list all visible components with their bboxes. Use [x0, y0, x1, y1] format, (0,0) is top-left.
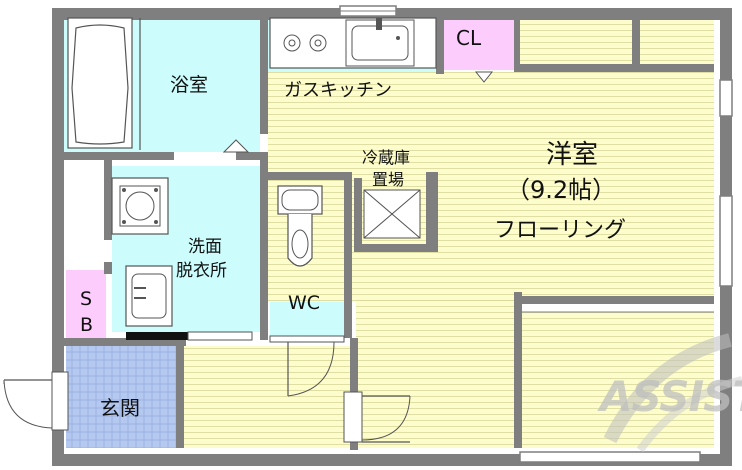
western-room-size: （9.2帖） [506, 176, 617, 204]
bathroom-label: 浴室 [170, 74, 209, 96]
washroom-label-line1: 洗面 [188, 237, 222, 257]
watermark-logo [603, 333, 742, 453]
closet-box-floor [442, 14, 514, 70]
entrance-label: 玄関 [100, 396, 140, 420]
shoe-box-label-s: S [80, 288, 93, 310]
kitchen-label: ガスキッチン [284, 80, 392, 101]
closet-label: CL [456, 26, 482, 50]
western-room-floor-type: フローリング [494, 218, 627, 243]
toilet-label: WC [288, 292, 321, 314]
watermark-text: ASSIST [600, 372, 742, 421]
fridge-label-line2: 置場 [372, 170, 405, 189]
shoe-box-label-b: B [80, 314, 94, 336]
fridge-label-line1: 冷蔵庫 [362, 148, 411, 167]
shoe-box-floor [66, 270, 106, 338]
washroom-label-line2: 脱衣所 [176, 261, 227, 281]
western-room-title: 洋室 [546, 140, 599, 170]
